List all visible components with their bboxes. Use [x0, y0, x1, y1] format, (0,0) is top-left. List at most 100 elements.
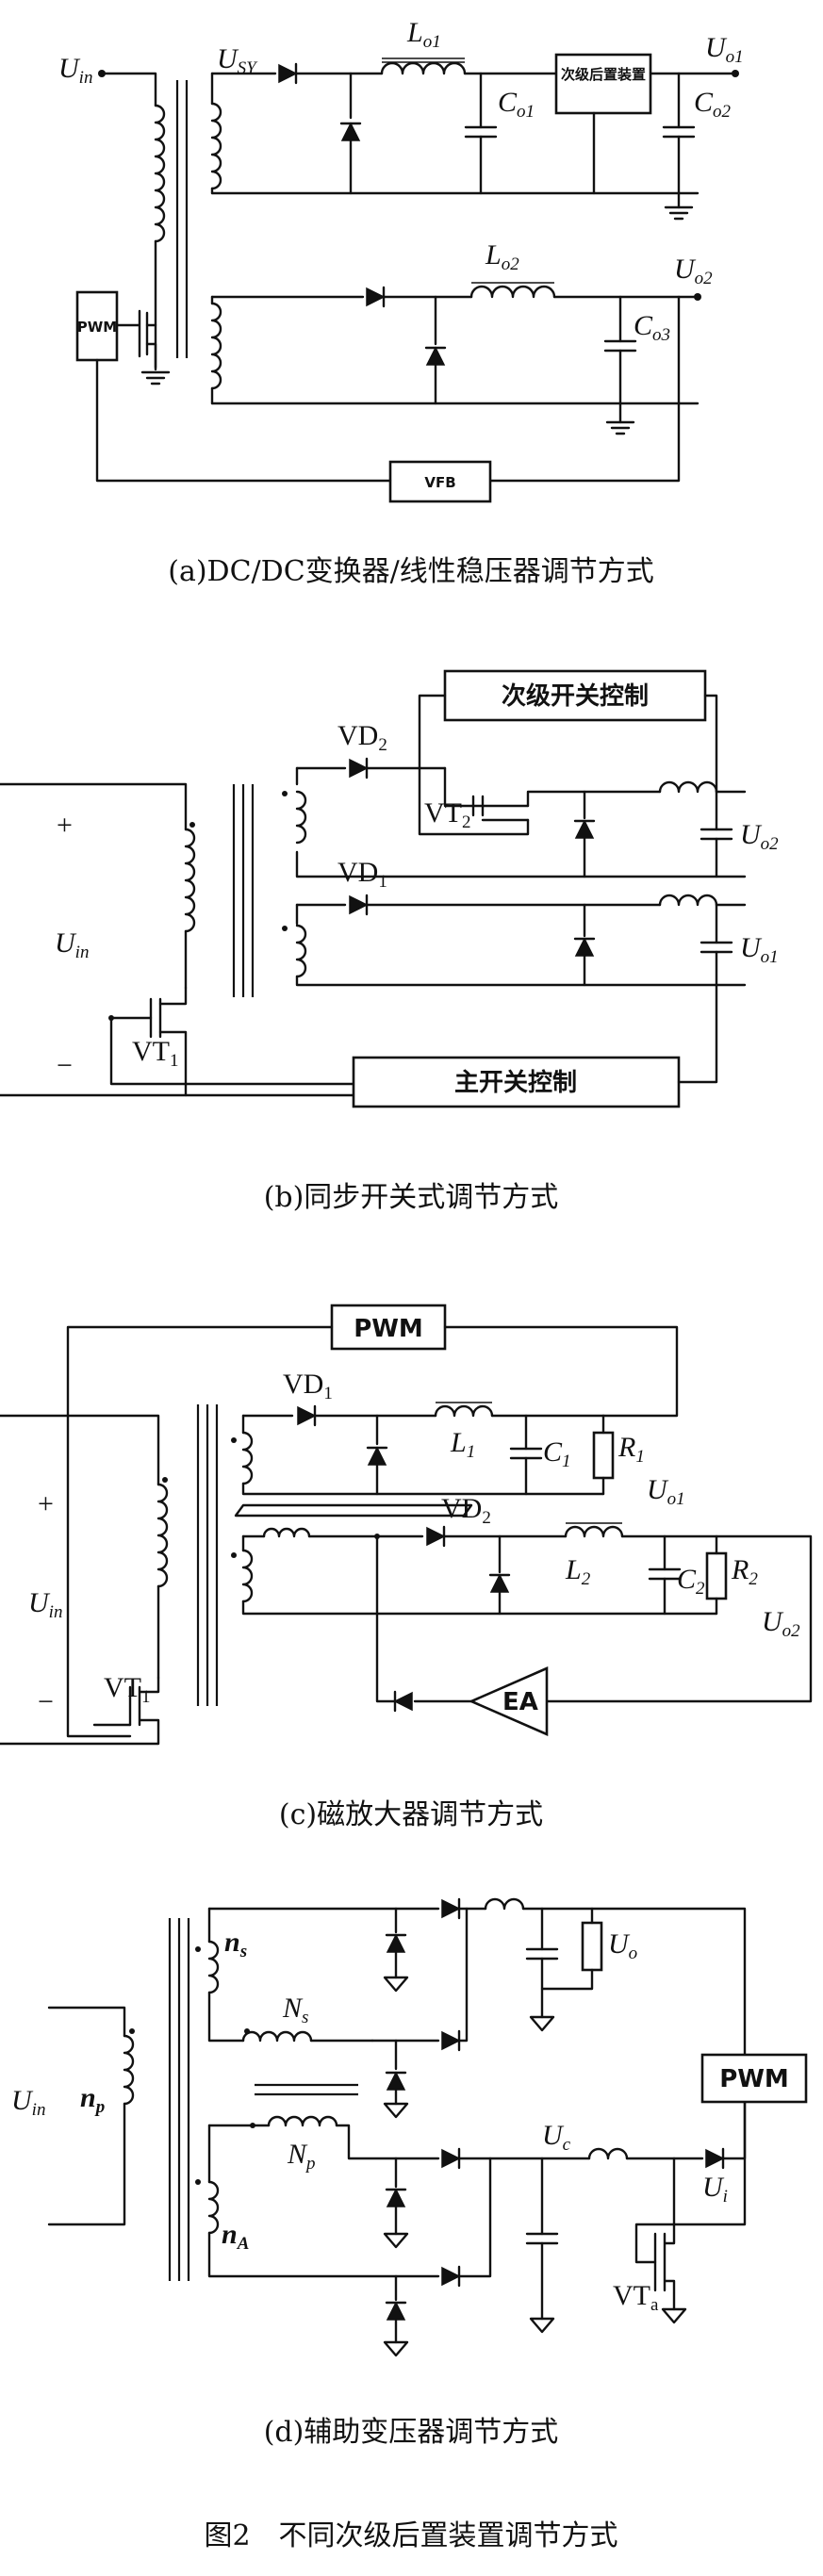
capacitor-b1	[700, 941, 733, 954]
diode-d4	[424, 346, 447, 367]
label-np-d: np	[80, 2082, 105, 2117]
panel-a-circuit: Uin USY Lo1 Co1 次级后置装置 Uo	[58, 17, 744, 588]
aux-winding-ns	[241, 2030, 313, 2043]
diode-ea	[393, 1690, 414, 1713]
label-c1: C1	[543, 1436, 571, 1471]
capacitor-co1	[464, 125, 498, 139]
capacitor-b2	[700, 828, 733, 841]
diode-vd1-c	[296, 1404, 317, 1427]
label-np-cap: Np	[287, 2139, 316, 2174]
diode-d3	[365, 286, 386, 308]
label-lo2: Lo2	[485, 239, 519, 274]
label-vt1-c: VT1	[104, 1672, 151, 1707]
label-plus-b: +	[57, 810, 73, 841]
label-lo1: Lo1	[406, 17, 441, 52]
label-co2: Co2	[694, 87, 732, 122]
label-uo-d: Uo	[608, 1928, 637, 1963]
caption-a: (a)DC/DC变换器/线性稳压器调节方式	[168, 555, 654, 588]
inductor-d2	[587, 2147, 629, 2160]
label-minus-c: −	[38, 1686, 54, 1717]
diode-d-a4	[385, 2301, 407, 2322]
label-c2: C2	[677, 1564, 705, 1599]
pwm-label-c: PWM	[354, 1315, 423, 1343]
label-vt1-b: VT1	[132, 1036, 179, 1071]
label-uin-d: Uin	[11, 2085, 45, 2120]
error-amplifier	[468, 1666, 549, 1736]
label-uin-c: Uin	[28, 1587, 62, 1622]
inductor-l2	[564, 1525, 624, 1538]
pwm-label-a: PWM	[77, 319, 117, 336]
panel-c-circuit: PWM + Uin − VT1 VD1 L1 C1	[0, 1304, 813, 1831]
label-uo2: Uo2	[674, 254, 713, 288]
figure-title: 图2 不同次级后置装置调节方式	[204, 2519, 617, 2552]
caption-d: (d)辅助变压器调节方式	[264, 2416, 559, 2449]
regulator-label: 次级后置装置	[561, 66, 646, 83]
mag-amp-winding	[262, 1527, 311, 1538]
label-minus-b: −	[57, 1050, 73, 1081]
regulator-box	[554, 53, 652, 115]
ground-a3	[140, 370, 171, 386]
capacitor-c2	[648, 1567, 682, 1581]
pwm-label-d: PWM	[719, 2065, 789, 2093]
inductor-b2	[658, 780, 718, 794]
label-l2: L2	[565, 1554, 591, 1589]
label-plus-c: +	[38, 1488, 54, 1519]
pwm-box-d	[700, 2053, 808, 2104]
main-switch-ctrl	[352, 1056, 681, 1108]
panel-d-circuit: Uin np ns Ns	[11, 1897, 808, 2449]
inductor-d	[484, 1897, 525, 1911]
resistor-r1	[592, 1431, 615, 1480]
diode-vd1	[348, 894, 369, 916]
diode-vd2	[348, 757, 369, 779]
diode-d-a3	[440, 2265, 461, 2288]
label-uin: Uin	[58, 53, 92, 88]
resistor-r2	[705, 1551, 728, 1600]
diode-d-s1	[385, 1933, 407, 1954]
label-vt2: VT2	[424, 797, 471, 832]
capacitor-co3	[603, 339, 637, 353]
main-ctrl-label: 主开关控制	[454, 1069, 577, 1097]
label-uin-b: Uin	[55, 927, 89, 962]
ea-label: EA	[502, 1688, 538, 1716]
diode-d2	[339, 122, 362, 142]
label-ui: Ui	[702, 2172, 728, 2207]
vfb-label: VFB	[424, 474, 455, 491]
label-uc: Uc	[542, 2120, 571, 2155]
diode-c2	[488, 1573, 511, 1594]
inductor-l1	[434, 1404, 494, 1418]
label-ns: ns	[224, 1927, 247, 1961]
label-vta: VTa	[613, 2280, 659, 2315]
label-uo1: Uo1	[705, 32, 744, 67]
secondary-ctrl-label: 次级开关控制	[502, 681, 649, 711]
label-co1: Co1	[498, 87, 535, 122]
inductor-lo1	[380, 61, 467, 75]
diode-vd2-c	[425, 1525, 446, 1548]
diode-d-s2	[440, 2029, 461, 2052]
label-co3: Co3	[634, 310, 670, 345]
label-r2: R2	[731, 1554, 758, 1589]
secondary-switch-ctrl	[443, 669, 707, 722]
diode-d-a2	[385, 2188, 407, 2208]
primary-winding	[154, 104, 166, 243]
capacitor-d-c	[525, 2232, 559, 2245]
aux-winding-np	[267, 2115, 338, 2127]
vfb-box	[388, 460, 492, 503]
label-vd1-c: VD1	[283, 1369, 333, 1403]
label-vd2-c: VD2	[441, 1493, 491, 1528]
diode-b2	[573, 819, 596, 840]
label-uo1-c: Uo1	[647, 1474, 685, 1509]
inductor-lo2	[469, 285, 556, 299]
label-uo2-b: Uo2	[740, 819, 779, 854]
label-na: nA	[222, 2219, 249, 2254]
diode-d-s3	[385, 2071, 407, 2092]
diode-d-ui	[704, 2147, 725, 2170]
label-l1: L1	[450, 1427, 475, 1462]
primary-winding-b	[184, 828, 196, 933]
diode-b1	[573, 937, 596, 958]
label-uo1-b: Uo1	[740, 932, 779, 967]
diode-c1	[366, 1446, 388, 1467]
label-uo2-c: Uo2	[762, 1606, 800, 1641]
label-vd2: VD2	[337, 720, 387, 755]
diode-d-top	[440, 1897, 461, 1920]
